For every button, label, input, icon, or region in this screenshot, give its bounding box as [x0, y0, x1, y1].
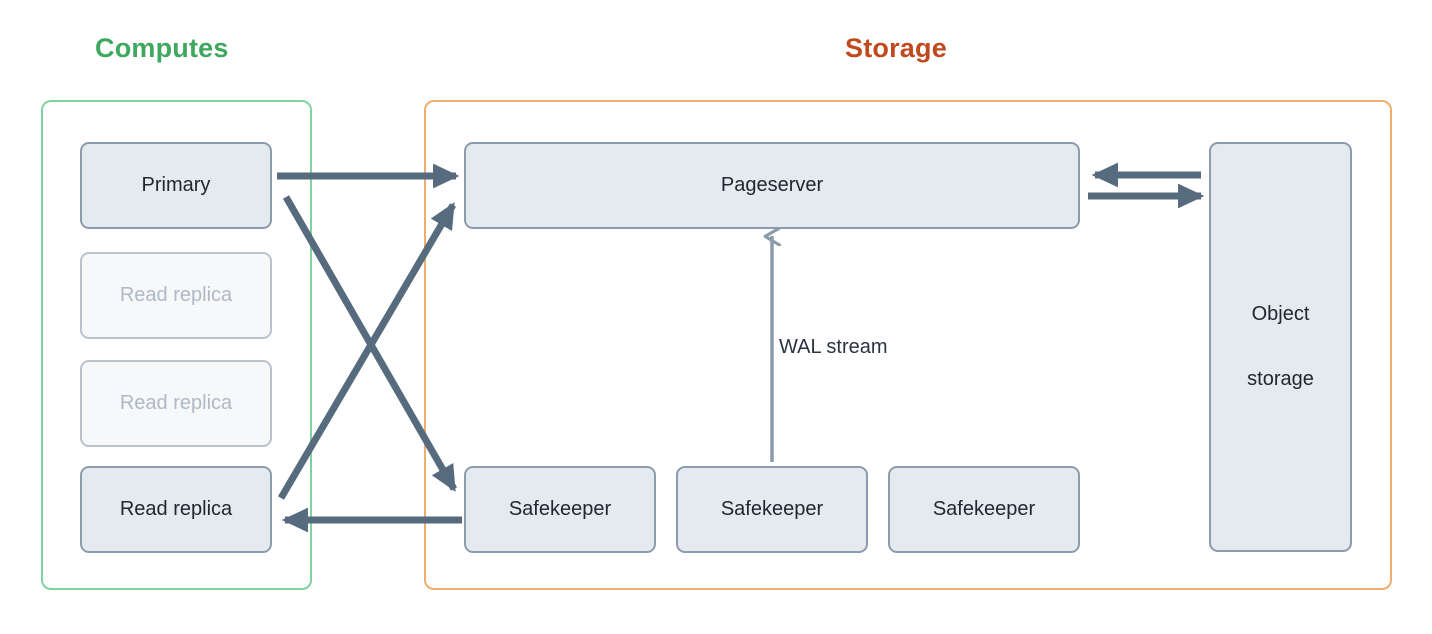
node-read-replica-2[interactable]: Read replica	[80, 360, 272, 447]
node-primary[interactable]: Primary	[80, 142, 272, 229]
computes-group-title: Computes	[95, 33, 229, 63]
node-safekeeper-2[interactable]: Safekeeper	[676, 466, 868, 553]
node-object-storage-line-2: storage	[1247, 368, 1314, 390]
edge-label-wal-stream: WAL stream	[779, 336, 888, 358]
node-safekeeper-1[interactable]: Safekeeper	[464, 466, 656, 553]
node-object-storage-line-1: Object	[1251, 303, 1310, 325]
node-read-replica-3[interactable]: Read replica	[80, 466, 272, 553]
node-read-replica-1[interactable]: Read replica	[80, 252, 272, 339]
node-pageserver[interactable]: Pageserver	[464, 142, 1080, 229]
node-object-storage[interactable]: Object storage	[1209, 142, 1352, 552]
storage-group-title: Storage	[845, 33, 947, 63]
node-safekeeper-3[interactable]: Safekeeper	[888, 466, 1080, 553]
